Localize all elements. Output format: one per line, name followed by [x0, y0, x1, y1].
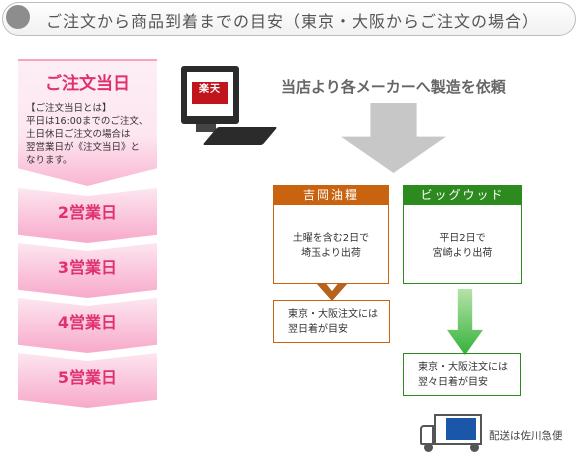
day1-desc-line: なります。: [26, 155, 73, 166]
arrival-line: 翌々日着が目安: [418, 377, 488, 388]
arrival-line: 翌日着が目安: [288, 324, 348, 335]
timeline-day-3: 3営業日: [18, 243, 157, 298]
day1-desc-line: 土日休日ご注文の場合は: [26, 129, 131, 140]
ship-line: 埼玉より出荷: [301, 248, 361, 259]
bullet-dot-icon: [6, 5, 30, 29]
delivery-label: 配送は佐川急便: [489, 430, 563, 442]
rakuten-logo-bar: [192, 98, 228, 104]
chevron-down-icon: [316, 283, 348, 301]
down-arrow-icon: [341, 103, 446, 173]
truck-cab: [420, 425, 434, 445]
ship-line: 平日2日で: [439, 233, 486, 244]
truck-logo-icon: [446, 418, 476, 440]
maker-bigwood-header: ビッグウッド: [403, 185, 522, 205]
maker-yoshioka-header: 吉岡油糧: [273, 185, 389, 205]
timeline-day-2: 2営業日: [18, 188, 157, 243]
rakuten-logo: 楽天: [192, 82, 228, 98]
timeline-day-5: 5営業日: [18, 353, 157, 408]
day1-desc-line: 翌営業日が《注文当日》と: [26, 142, 141, 153]
green-down-arrow-icon: [447, 289, 483, 355]
truck-wheel: [470, 443, 479, 452]
maker-bigwood-arrival: 東京・大阪注文には 翌々日着が目安: [403, 353, 521, 396]
day1-title: ご注文当日: [45, 74, 130, 94]
timeline-day-4: 4営業日: [18, 298, 157, 353]
ship-line: 宮崎より出荷: [432, 248, 493, 259]
timeline-day-1: ご注文当日 【ご注文当日とは】 平日は16:00までのご注文、 土日休日ご注文の…: [18, 59, 157, 186]
store-request-label: 当店より各メーカーへ製造を依頼: [281, 78, 506, 96]
arrival-line: 東京・大阪注文には: [418, 362, 508, 373]
keyboard-icon: [202, 127, 278, 145]
monitor-stand: [196, 124, 216, 132]
header-bar: [2, 2, 576, 36]
maker-yoshioka-arrival: 東京・大阪注文には 翌日着が目安: [273, 300, 390, 343]
day1-desc-line: 【ご注文当日とは】: [26, 103, 112, 114]
arrival-line: 東京・大阪注文には: [288, 309, 378, 320]
maker-bigwood-ship-info: 平日2日で 宮崎より出荷: [403, 205, 522, 284]
day1-description: 【ご注文当日とは】 平日は16:00までのご注文、 土日休日ご注文の場合は 翌営…: [18, 94, 157, 167]
truck-wheel: [424, 443, 433, 452]
page-title: ご注文から商品到着までの目安（東京・大阪からご注文の場合）: [46, 12, 540, 31]
maker-yoshioka-ship-info: 土曜を含む2日で 埼玉より出荷: [273, 205, 389, 284]
day1-desc-line: 平日は16:00までのご注文、: [26, 116, 149, 127]
ship-line: 土曜を含む2日で: [292, 233, 370, 244]
